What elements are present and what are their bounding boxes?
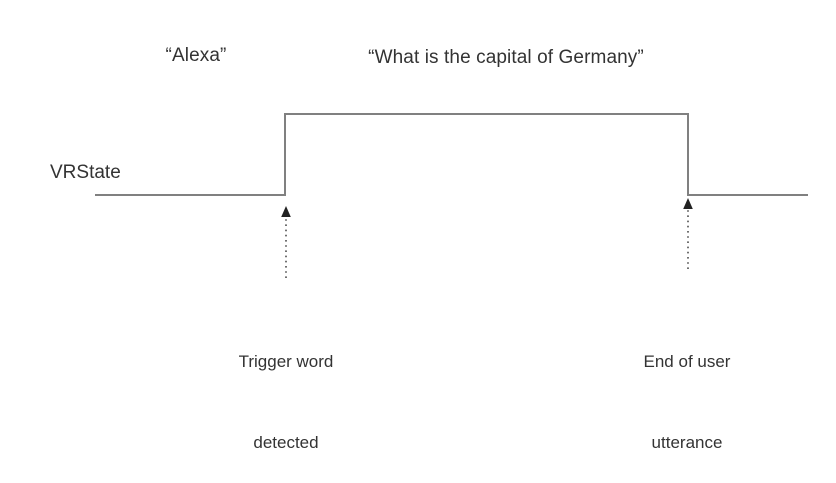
- signal-name-label: VRState: [50, 162, 121, 183]
- event-label-trigger-word-detected: Trigger word detected: [186, 294, 386, 483]
- trigger-event-pointer: [281, 206, 291, 278]
- event-label-end-line-1: End of user: [643, 352, 731, 371]
- event-label-end-of-user-utterance: End of user utterance: [587, 294, 787, 483]
- vrstate-timing-diagram: [95, 113, 808, 278]
- event-label-trigger-line-2: detected: [253, 433, 319, 452]
- end-event-arrow-head-icon: [683, 198, 693, 209]
- end-event-pointer: [683, 198, 693, 269]
- vrstate-waveform-line: [95, 113, 808, 196]
- event-label-end-line-2: utterance: [651, 433, 723, 452]
- event-label-trigger-line-1: Trigger word: [238, 352, 334, 371]
- caption-user-utterance: “What is the capital of Germany”: [368, 47, 644, 68]
- caption-trigger-word: “Alexa”: [165, 45, 227, 66]
- trigger-event-arrow-head-icon: [281, 206, 291, 217]
